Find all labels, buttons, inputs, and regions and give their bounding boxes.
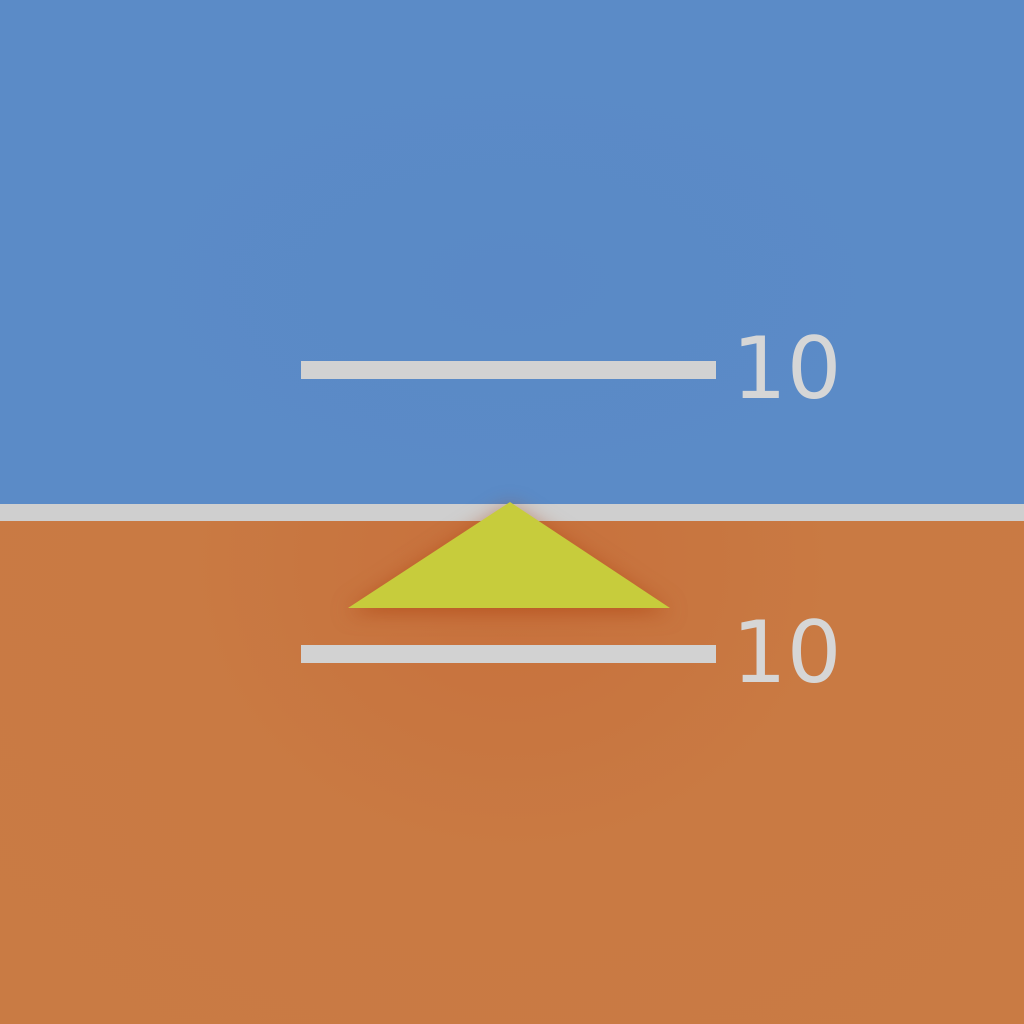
sky-region: [0, 0, 1024, 513]
pitch-line-down-10: [301, 645, 716, 663]
pitch-line-up-10: [301, 361, 716, 379]
triangle-aircraft-icon: [348, 502, 670, 608]
pitch-label-up-10: 10: [732, 319, 842, 419]
pitch-label-down-10: 10: [732, 603, 842, 703]
